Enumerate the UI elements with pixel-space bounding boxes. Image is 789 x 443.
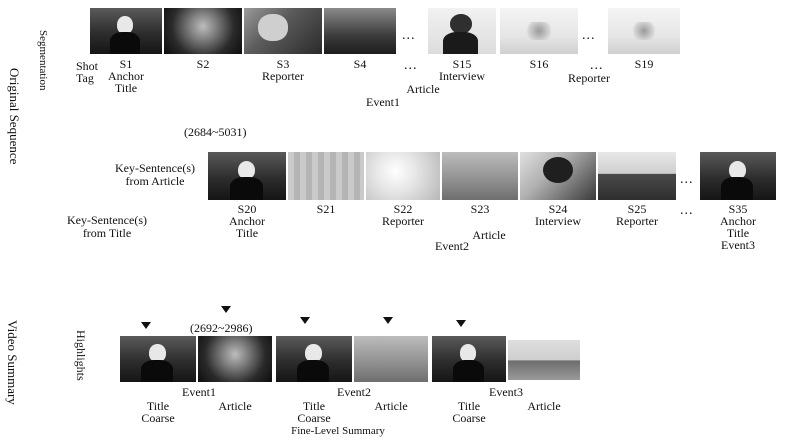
shot-tag: Reporter — [382, 214, 424, 228]
shot-tag: Anchor — [229, 214, 265, 228]
shot-id: S20 — [237, 202, 257, 216]
article-label: Article — [472, 228, 506, 242]
highlight-thumbnail — [508, 340, 580, 380]
title-label: Title — [457, 399, 481, 413]
marker-arrow — [383, 317, 393, 324]
shot-tag: Reporter — [262, 69, 304, 83]
shot-id: S21 — [316, 202, 336, 216]
highlight-thumbnail — [354, 336, 428, 382]
shot-s20-thumbnail — [208, 152, 286, 200]
article-label: Article — [406, 82, 440, 96]
highlight-thumbnail — [198, 336, 272, 382]
shot-tag: Anchor — [720, 214, 756, 228]
article-label: Article — [527, 399, 561, 413]
marker-arrow — [456, 320, 466, 327]
coarse-label: Coarse — [141, 411, 175, 425]
ellipsis: ... — [680, 172, 694, 187]
shot-id: S24 — [548, 202, 568, 216]
shot-s3-thumbnail — [244, 8, 322, 54]
ellipsis: ... — [680, 203, 694, 218]
original-sequence-label: Original Sequence — [7, 68, 22, 165]
shot-s4-thumbnail — [324, 8, 396, 54]
shot-s2-thumbnail — [164, 8, 242, 54]
key-sentences-article: Key-Sentence(s) from Article — [115, 161, 195, 188]
ellipsis: ... — [590, 58, 604, 73]
tag-label: Tag — [76, 71, 94, 85]
shot-tag: Title — [235, 226, 259, 240]
shot-id: S35 — [728, 202, 748, 216]
ellipsis: ... — [402, 28, 416, 43]
shot-s35-thumbnail — [700, 152, 776, 200]
shot-id: S2 — [196, 57, 210, 71]
highlight-thumbnail — [432, 336, 506, 382]
shot-s21-thumbnail — [288, 152, 364, 200]
shot-id: S22 — [393, 202, 413, 216]
shot-id: S16 — [529, 57, 549, 71]
title-label: Title — [146, 399, 170, 413]
event-label: Event2 — [337, 385, 371, 399]
shot-id: S4 — [353, 57, 367, 71]
highlight-thumbnail — [120, 336, 196, 382]
shot-id: S1 — [119, 57, 133, 71]
range-label: (2692~2986) — [190, 321, 253, 335]
key-sentences-title: Key-Sentence(s) from Title — [67, 213, 147, 240]
shot-tag: Title — [726, 226, 750, 240]
coarse-label: Coarse — [297, 411, 331, 425]
article-label: Article — [374, 399, 408, 413]
event-label: Event2 — [435, 239, 469, 253]
fine-level-summary-label: Fine-Level Summary — [291, 425, 385, 437]
highlights-label: Highlights — [74, 330, 88, 381]
marker-arrow — [141, 322, 151, 329]
video-summary-label: Video Summary — [5, 320, 20, 405]
highlight-thumbnail — [276, 336, 352, 382]
shot-tag: Reporter — [616, 214, 658, 228]
title-label: Title — [302, 399, 326, 413]
coarse-label: Coarse — [452, 411, 486, 425]
shot-id: S3 — [276, 57, 290, 71]
ellipsis: ... — [404, 58, 418, 73]
shot-s25-thumbnail — [598, 152, 676, 200]
shot-label: Shot — [76, 59, 99, 73]
shot-id: S25 — [627, 202, 647, 216]
shot-id: S15 — [452, 57, 472, 71]
shot-id: S23 — [470, 202, 490, 216]
shot-s22-thumbnail — [366, 152, 440, 200]
shot-s19-thumbnail — [608, 8, 680, 54]
event-label: Event3 — [489, 385, 523, 399]
article-label: Article — [218, 399, 252, 413]
range-label: (2684~5031) — [184, 125, 247, 139]
event-label: Event3 — [721, 238, 755, 252]
shot-tag: Anchor — [108, 69, 144, 83]
marker-arrow — [300, 317, 310, 324]
shot-tag: Interview — [439, 69, 485, 83]
ellipsis: ... — [582, 28, 596, 43]
shot-s1-thumbnail — [90, 8, 162, 54]
reporter-tag: Reporter — [568, 71, 610, 85]
shot-s24-thumbnail — [520, 152, 596, 200]
event-label: Event1 — [366, 95, 400, 109]
shot-tag: Interview — [535, 214, 581, 228]
shot-tag: Title — [114, 81, 138, 95]
event-label: Event1 — [182, 385, 216, 399]
marker-arrow — [221, 306, 231, 313]
segmentation-label: Segmentation — [37, 30, 49, 91]
shot-id: S19 — [634, 57, 654, 71]
shot-s23-thumbnail — [442, 152, 518, 200]
shot-s15-thumbnail — [428, 8, 496, 54]
shot-s16-thumbnail — [500, 8, 578, 54]
